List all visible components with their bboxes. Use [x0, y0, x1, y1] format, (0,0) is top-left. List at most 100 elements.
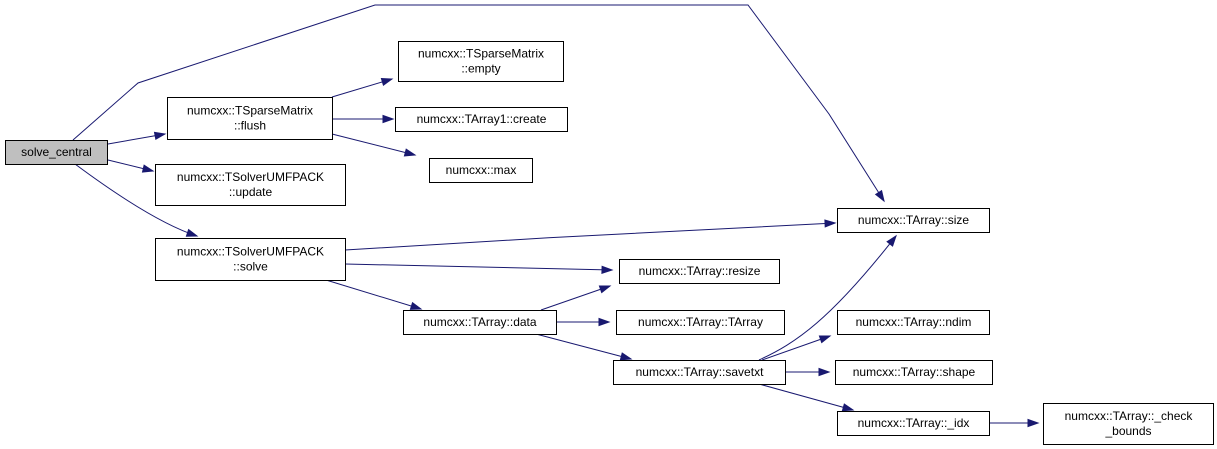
node-label: ::update — [229, 185, 273, 199]
edge-savetxt-to-size — [758, 234, 897, 361]
arrowhead — [598, 285, 612, 294]
node-label: numcxx::TArray::size — [858, 213, 969, 227]
node-idx[interactable]: numcxx::TArray::_idx — [837, 411, 990, 436]
node-update[interactable]: numcxx::TSolverUMFPACK::update — [155, 164, 346, 206]
node-shape[interactable]: numcxx::TArray::shape — [835, 360, 993, 385]
node-size[interactable]: numcxx::TArray::size — [837, 208, 990, 233]
arrowhead — [841, 403, 855, 412]
node-label: ::flush — [234, 119, 266, 133]
edge-line — [761, 335, 831, 361]
node-label: numcxx::TSolverUMFPACK — [177, 245, 324, 259]
node-box — [613, 360, 786, 385]
edge-line — [344, 263, 613, 271]
node-resize[interactable]: numcxx::TArray::resize — [619, 259, 780, 284]
node-ndim[interactable]: numcxx::TArray::ndim — [837, 310, 990, 335]
node-box — [835, 360, 993, 385]
edge-solve-to-data — [325, 279, 423, 310]
node-box — [398, 41, 564, 82]
edge-solve-to-resize — [344, 263, 614, 274]
edge-solve-to-size — [344, 219, 837, 251]
edge-flush-to-create — [332, 114, 395, 124]
node-label: numcxx::TArray::_check — [1065, 409, 1194, 423]
edge-data-to-savetxt — [535, 333, 633, 361]
node-label: solve_central — [21, 145, 92, 159]
node-create[interactable]: numcxx::TArray1::create — [395, 107, 568, 132]
node-box — [167, 97, 333, 140]
arrowhead — [1027, 418, 1040, 428]
arrowhead — [619, 352, 633, 361]
arrowhead — [382, 114, 395, 124]
edge-line — [74, 163, 198, 237]
node-label: numcxx::TArray::ndim — [856, 315, 972, 329]
node-box — [395, 107, 568, 132]
node-label: ::empty — [461, 62, 500, 76]
node-empty[interactable]: numcxx::TSparseMatrix::empty — [398, 41, 564, 82]
node-box — [837, 411, 990, 436]
edges-layer — [72, 4, 1040, 428]
node-label: ::solve — [233, 260, 268, 274]
arrowhead — [380, 77, 394, 87]
edge-line — [325, 279, 422, 310]
arrowhead — [824, 219, 837, 228]
node-box — [837, 208, 990, 233]
edge-savetxt-to-shape — [785, 367, 831, 377]
edge-line — [344, 222, 836, 251]
arrowhead — [886, 234, 897, 247]
edge-savetxt-to-ndim — [761, 335, 832, 361]
node-box — [5, 140, 108, 165]
edge-data-to-resize — [540, 285, 612, 311]
edge-data-to-tarray — [556, 317, 611, 327]
node-solve-central: solve_central — [5, 140, 108, 165]
edge-flush-to-max — [331, 133, 417, 157]
arrowhead — [818, 335, 832, 344]
arrowhead — [818, 367, 831, 377]
node-savetxt[interactable]: numcxx::TArray::savetxt — [613, 360, 786, 385]
node-box — [429, 158, 533, 183]
edge-savetxt-to-idx — [758, 383, 855, 412]
node-solve[interactable]: numcxx::TSolverUMFPACK::solve — [155, 238, 346, 281]
edge-solve_central-to-update — [107, 159, 155, 173]
edge-solve_central-to-flush — [107, 131, 167, 145]
arrowhead — [185, 228, 199, 237]
node-label: numcxx::max — [446, 163, 517, 177]
node-label: numcxx::TArray::_idx — [858, 416, 970, 430]
edge-solve_central-to-solve — [74, 163, 199, 237]
node-label: numcxx::TSparseMatrix — [418, 47, 544, 61]
node-label: numcxx::TArray::savetxt — [636, 365, 764, 379]
node-box — [616, 310, 785, 335]
node-box — [403, 310, 557, 335]
node-label: numcxx::TSparseMatrix — [187, 104, 313, 118]
node-label: numcxx::TArray::TArray — [638, 315, 763, 329]
edge-line — [540, 285, 611, 311]
node-tarray[interactable]: numcxx::TArray::TArray — [616, 310, 785, 335]
node-label: numcxx::TArray::resize — [639, 264, 761, 278]
node-data[interactable]: numcxx::TArray::data — [403, 310, 557, 335]
node-label: numcxx::TArray::shape — [853, 365, 976, 379]
edge-line — [758, 383, 854, 411]
edge-line — [72, 4, 885, 202]
node-label: _bounds — [1104, 424, 1151, 438]
node-box — [619, 259, 780, 284]
arrowhead — [874, 189, 885, 203]
node-box — [1043, 403, 1214, 445]
edge-flush-to-empty — [331, 77, 394, 98]
node-label: numcxx::TSolverUMFPACK — [177, 170, 324, 184]
arrowhead — [403, 148, 417, 157]
node-label: numcxx::TArray::data — [423, 315, 536, 329]
arrowhead — [601, 265, 614, 274]
nodes-layer: solve_central numcxx::TSparseMatrix::flus… — [5, 41, 1214, 445]
edge-line — [535, 333, 632, 360]
arrowhead — [409, 301, 423, 310]
node-box — [837, 310, 990, 335]
node-check-bounds[interactable]: numcxx::TArray::_check_bounds — [1043, 403, 1214, 445]
arrowhead — [153, 131, 167, 140]
edge-solve_central-to-size — [72, 4, 885, 203]
arrowhead — [141, 164, 155, 173]
node-label: numcxx::TArray1::create — [417, 112, 547, 126]
node-max[interactable]: numcxx::max — [429, 158, 533, 183]
edge-line — [331, 133, 416, 156]
arrowhead — [598, 317, 611, 327]
edge-idx-to-check_bounds — [989, 418, 1040, 428]
node-flush[interactable]: numcxx::TSparseMatrix::flush — [167, 97, 333, 140]
